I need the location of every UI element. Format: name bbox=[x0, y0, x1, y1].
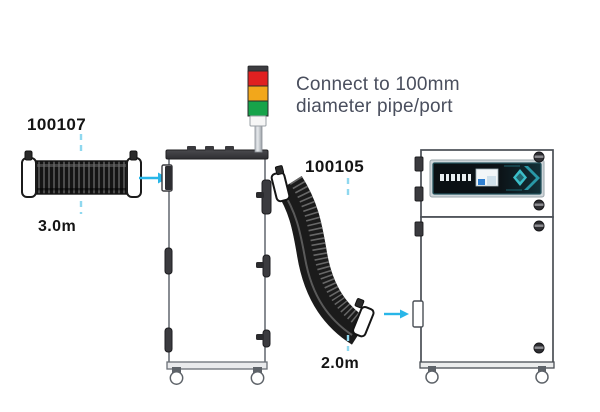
hose-100105-lower-cuff bbox=[352, 298, 375, 338]
flex-hose-100105 bbox=[270, 165, 375, 345]
cabinet-right-inlet-port bbox=[412, 300, 424, 328]
control-panel-display[interactable] bbox=[429, 159, 545, 198]
panel-mini-screen bbox=[475, 168, 499, 187]
caster-right-front bbox=[425, 366, 439, 384]
label-hose-100105-length: 2.0m bbox=[321, 355, 360, 372]
panel-glyphs bbox=[440, 174, 471, 181]
caster-left-front bbox=[169, 367, 184, 385]
cabinet-left-inlet-port bbox=[161, 164, 173, 192]
note-connect-line2: diameter pipe/port bbox=[296, 96, 453, 118]
note-connect-line1: Connect to 100mm bbox=[296, 74, 460, 95]
arrow-hose-to-right-cabinet bbox=[384, 309, 409, 319]
panel-diamond-icon bbox=[513, 169, 527, 186]
flex-hose-100107 bbox=[21, 150, 142, 198]
label-hose-100105: 100105 bbox=[305, 157, 365, 176]
panel-chevron-icon bbox=[504, 165, 540, 191]
caster-left-rear bbox=[250, 367, 265, 385]
cabinet-right-hinges bbox=[414, 156, 424, 237]
caster-right-rear bbox=[535, 366, 549, 384]
filter-cabinet-right bbox=[412, 149, 555, 384]
stack-light bbox=[247, 65, 269, 153]
cabinet-right-knobs bbox=[533, 151, 545, 354]
extractor-cabinet-left bbox=[161, 146, 272, 385]
label-hose-100107-length: 3.0m bbox=[38, 218, 77, 235]
label-hose-100107: 100107 bbox=[27, 115, 87, 134]
hose-100105-upper-cuff bbox=[270, 165, 291, 203]
